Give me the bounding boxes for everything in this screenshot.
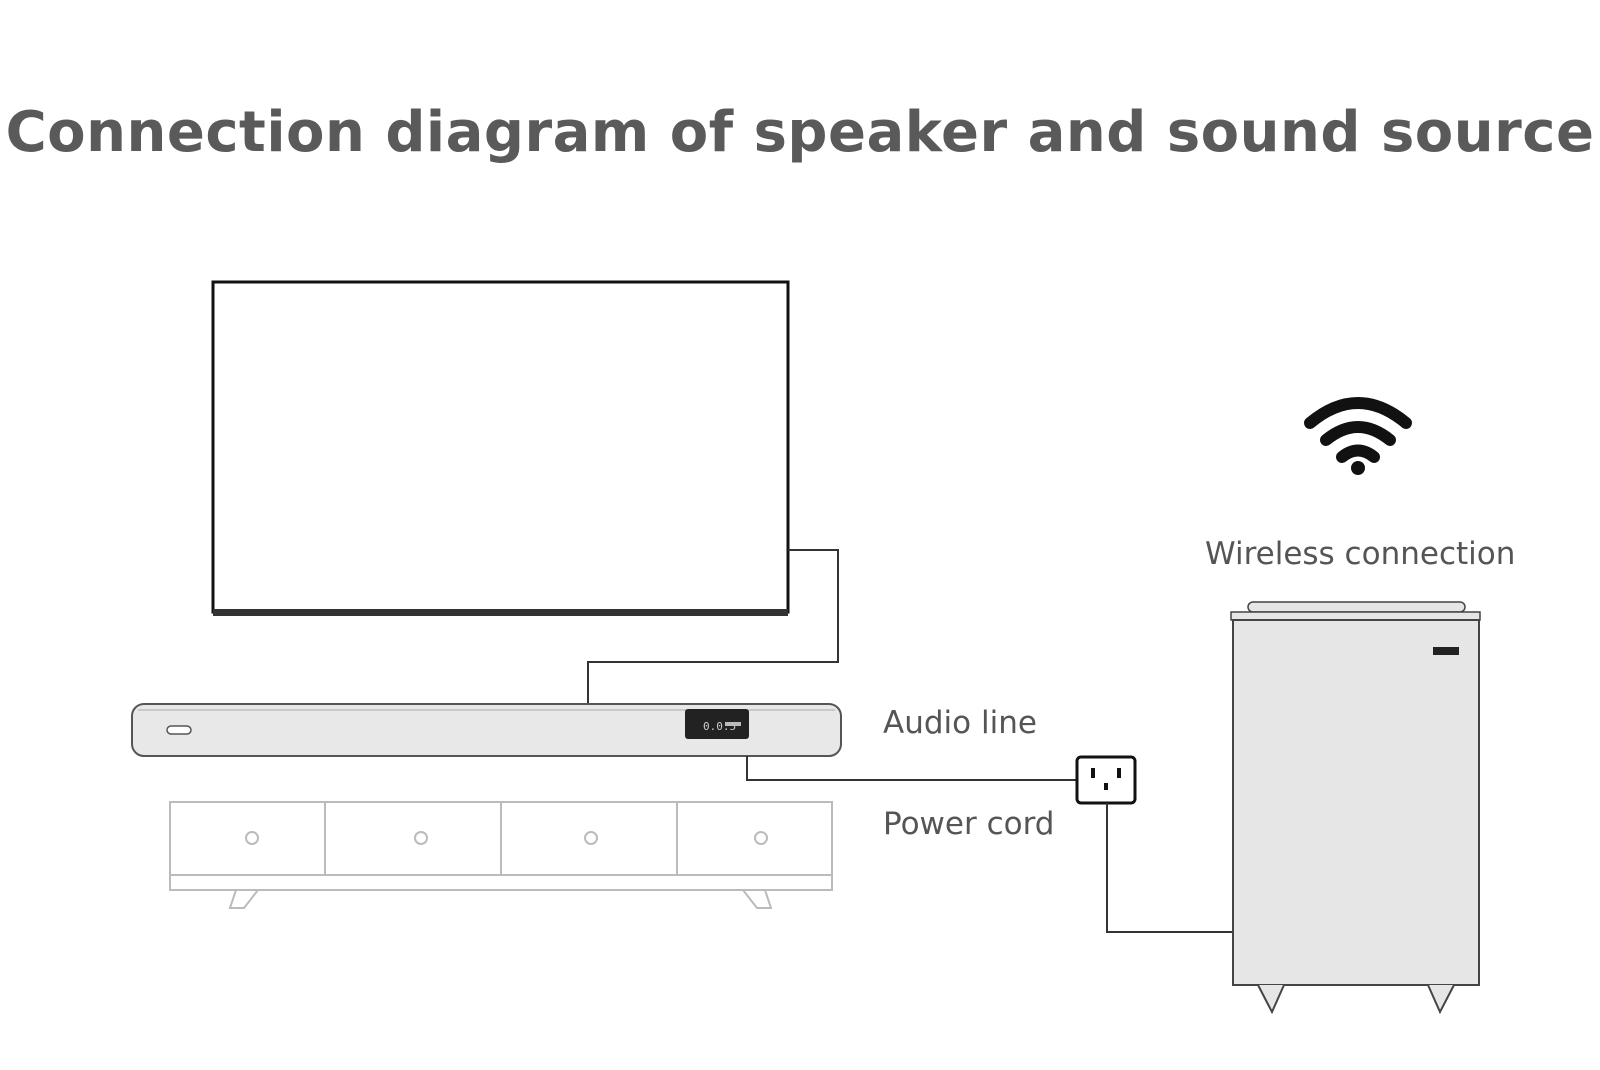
wifi-arc-middle (1320, 421, 1396, 446)
diagram-title: Connection diagram of speaker and sound … (5, 100, 1595, 165)
soundbar-button (166, 725, 192, 735)
outlet-frame (1075, 755, 1137, 805)
soundbar-body (131, 703, 842, 757)
cabinet-knob-2 (414, 831, 428, 845)
soundbar-power-cable (746, 756, 1077, 781)
cabinet-leg-right (742, 889, 773, 909)
cabinet-leg-left (228, 889, 259, 909)
subwoofer-foot-left (1257, 984, 1285, 1015)
subwoofer-top-rim (1230, 611, 1481, 621)
outlet-ground (1104, 783, 1108, 790)
subwoofer-indicator (1433, 647, 1459, 655)
tv-screen (211, 280, 790, 614)
audio-line-label: Audio line (883, 705, 1037, 741)
outlet-slot-left (1091, 768, 1095, 778)
subwoofer-power-cable (1106, 803, 1233, 933)
cabinet-knob-3 (584, 831, 598, 845)
tv-cabinet (169, 801, 833, 909)
tv-bottom-bezel (213, 609, 788, 616)
power-outlet-icon (1075, 755, 1137, 805)
cabinet-knob-1 (245, 831, 259, 845)
soundbar: 0.0.5 (131, 703, 842, 757)
tv-soundbar-cable (587, 549, 839, 704)
wireless-connection-label: Wireless connection (1205, 536, 1516, 572)
wifi-dot (1351, 461, 1365, 475)
cabinet-knob-4 (754, 831, 768, 845)
subwoofer (1230, 601, 1481, 1015)
subwoofer-body (1232, 619, 1480, 986)
subwoofer-top-grill (1247, 601, 1466, 613)
wifi-icon (1304, 397, 1412, 475)
wifi-arc-outer (1304, 397, 1412, 429)
wifi-arc-inner (1336, 444, 1380, 463)
soundbar-display-text: 0.0.5 (703, 720, 736, 733)
power-cord-label: Power cord (883, 806, 1055, 842)
soundbar-display-indicator (725, 722, 741, 726)
subwoofer-foot-right (1427, 984, 1455, 1015)
tv (211, 280, 790, 616)
soundbar-display (685, 709, 749, 739)
cabinet-base (169, 874, 833, 891)
outlet-slot-right (1117, 768, 1121, 778)
